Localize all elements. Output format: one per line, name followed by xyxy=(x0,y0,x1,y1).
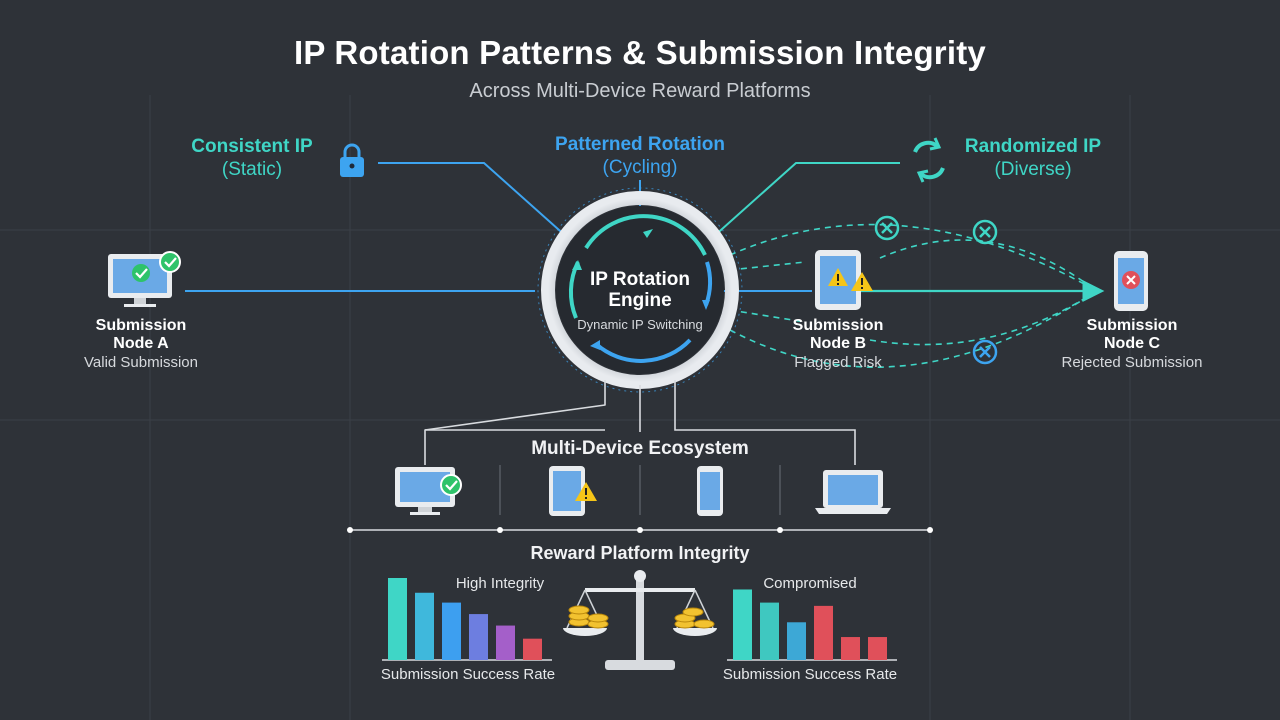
chart-bar xyxy=(787,622,806,660)
chart-bar xyxy=(496,625,515,660)
blocked-markers xyxy=(874,215,998,365)
node-b-name-line1: Submission xyxy=(792,317,884,334)
mode-patterned: Patterned Rotation (Cycling) xyxy=(555,134,725,180)
left-chart-caption: Submission Success Rate xyxy=(380,666,556,683)
rotation-engine: IP Rotation Engine Dynamic IP Switching xyxy=(577,269,702,332)
lock-icon xyxy=(340,143,364,177)
mode-patterned-sub: (Cycling) xyxy=(602,157,678,178)
ecosystem-laptop-icon xyxy=(815,470,891,514)
node-a-status: Valid Submission xyxy=(84,354,198,371)
chart-bar xyxy=(868,637,887,660)
node-c-name-line2: Node C xyxy=(1104,335,1160,352)
ecosystem-tablet-icon xyxy=(549,466,597,516)
ecosystem-ticks xyxy=(347,527,933,533)
node-c-name-line1: Submission xyxy=(1086,317,1178,334)
chart-bar xyxy=(523,638,542,660)
mode-consistent-label: Consistent IP xyxy=(191,136,313,157)
integrity-title: Reward Platform Integrity xyxy=(530,543,750,563)
node-c-status: Rejected Submission xyxy=(1061,354,1203,371)
right-chart-caption: Submission Success Rate xyxy=(722,666,898,683)
node-a-name-line1: Submission xyxy=(95,317,187,334)
page-subtitle: Across Multi-Device Reward Platforms xyxy=(469,80,811,102)
mode-consistent-sub: (Static) xyxy=(221,159,283,180)
mode-consistent: Consistent IP (Static) xyxy=(191,136,312,182)
node-a-name-line2: Node A xyxy=(113,335,169,352)
chart-bar xyxy=(415,592,434,660)
engine-title-line1: IP Rotation xyxy=(590,269,690,290)
balance-scale-icon xyxy=(563,570,717,670)
page-title: IP Rotation Patterns & Submission Integr… xyxy=(294,34,986,71)
mode-randomized-label: Randomized IP xyxy=(964,136,1102,157)
chart-bar xyxy=(388,578,407,660)
node-b-name-line2: Node B xyxy=(810,335,866,352)
node-b: Submission Node B Flagged Risk xyxy=(793,317,884,373)
chart-bar xyxy=(814,605,833,660)
compromised-chart xyxy=(727,589,897,661)
node-b-status: Flagged Risk xyxy=(794,354,882,371)
high-integrity-chart xyxy=(382,578,552,661)
rotation-paths xyxy=(729,223,1096,368)
engine-title-line2: Engine xyxy=(608,290,672,311)
engine-subtitle: Dynamic IP Switching xyxy=(577,317,703,332)
refresh-icon xyxy=(913,137,945,183)
rotation-engine-ring xyxy=(537,187,743,393)
chart-bar xyxy=(469,614,488,660)
mode-randomized: Randomized IP (Diverse) xyxy=(965,136,1101,182)
node-c-reject-icon xyxy=(1122,271,1140,289)
ecosystem-phone-icon xyxy=(697,466,723,516)
high-integrity-label: High Integrity xyxy=(455,575,545,592)
node-a-check-icon xyxy=(132,251,181,282)
chart-bar xyxy=(733,589,752,660)
mode-patterned-label: Patterned Rotation xyxy=(555,134,725,155)
mode-randomized-sub: (Diverse) xyxy=(994,159,1072,180)
compromised-label: Compromised xyxy=(763,575,857,592)
chart-bar xyxy=(760,602,779,660)
node-a: Submission Node A Valid Submission xyxy=(84,317,198,373)
chart-bar xyxy=(442,602,461,660)
chart-bar xyxy=(841,637,860,660)
ecosystem-title: Multi-Device Ecosystem xyxy=(531,438,749,459)
ecosystem-desktop-icon xyxy=(395,467,462,515)
node-b-warning-icon xyxy=(828,268,873,291)
node-c: Submission Node C Rejected Submission xyxy=(1062,317,1203,373)
